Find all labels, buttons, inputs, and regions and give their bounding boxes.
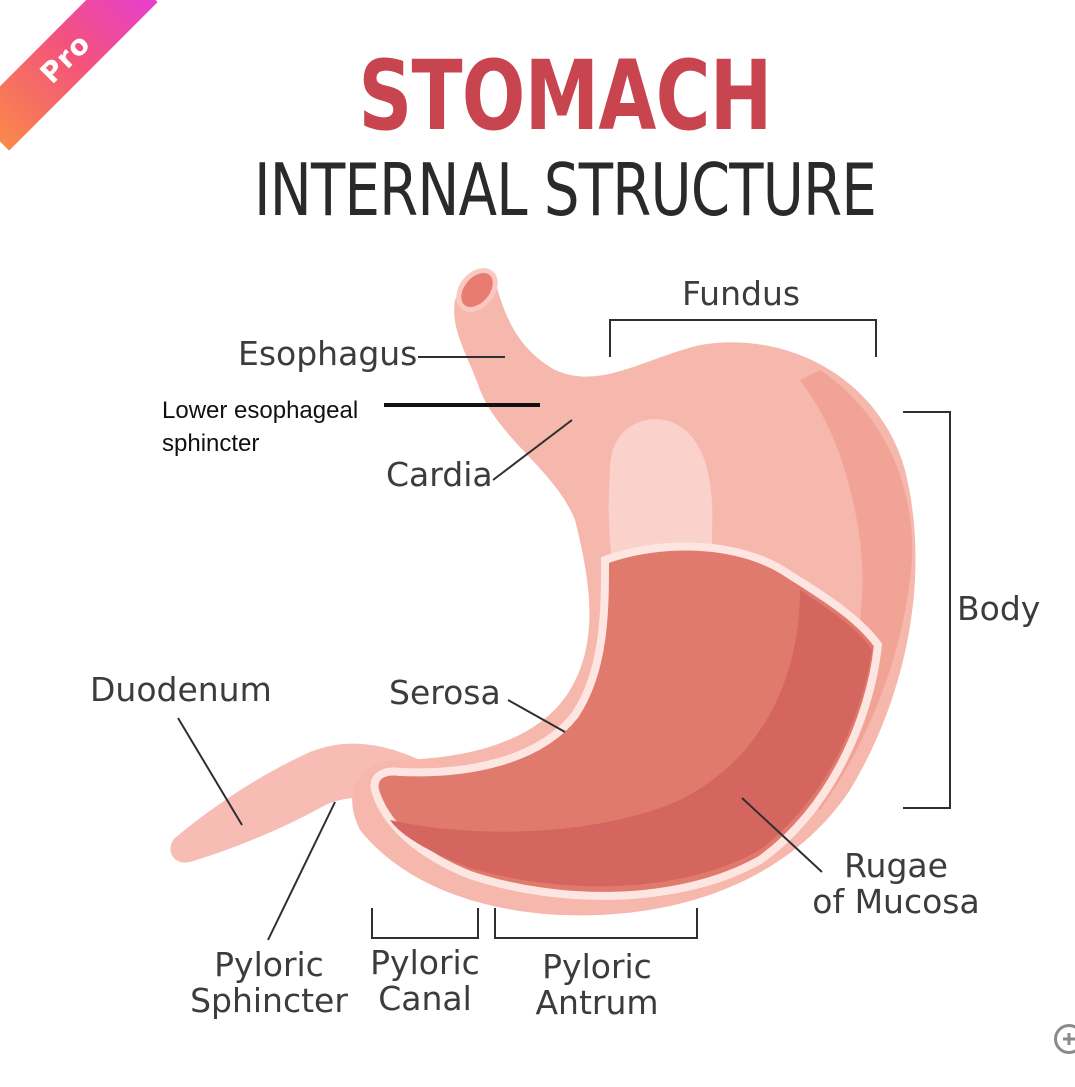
label-pyloric-canal-line1: Pyloric [370, 943, 480, 982]
mucosa-dark-fold [390, 590, 872, 887]
cardia-leader [492, 419, 573, 481]
label-rugae-of-mucosa: Rugae of Mucosa [806, 848, 986, 920]
label-pyloric-sphincter: Pyloric Sphincter [184, 947, 354, 1019]
pyloric-antrum-bracket [494, 908, 698, 939]
zoom-in-icon[interactable] [1054, 1024, 1075, 1054]
esophagus-opening [456, 268, 498, 312]
label-lower-sphincter-line1: Lower esophageal [162, 397, 359, 424]
label-pyloric-antrum-line1: Pyloric [542, 947, 652, 986]
label-serosa: Serosa [389, 673, 501, 712]
label-duodenum: Duodenum [90, 670, 272, 709]
fundus-highlight [608, 419, 713, 560]
serosa-leader [507, 699, 566, 733]
diagram-subtitle: INTERNAL STRUCTURE [253, 148, 877, 232]
zoom-plus-glyph [1063, 1033, 1075, 1045]
label-pyloric-antrum-line2: Antrum [535, 983, 659, 1022]
duodenum-leader [177, 717, 243, 826]
label-body: Body [957, 589, 1041, 628]
label-cardia: Cardia [386, 455, 493, 494]
label-pyloric-canal: Pyloric Canal [360, 945, 490, 1017]
leader-lines [177, 319, 951, 941]
pyloric-canal-bracket [371, 908, 479, 939]
rugae-leader [741, 797, 823, 873]
label-pyloric-antrum: Pyloric Antrum [522, 949, 672, 1021]
label-rugae-line2: of Mucosa [812, 882, 980, 921]
label-esophagus: Esophagus [238, 334, 418, 373]
label-pyloric-sphincter-line2: Sphincter [190, 981, 348, 1020]
body-bracket [903, 411, 951, 809]
diagram-title: STOMACH [358, 40, 772, 152]
pyloric-sphincter-leader [267, 801, 336, 941]
label-pyloric-canal-line2: Canal [378, 979, 472, 1018]
label-lower-sphincter-line2: sphincter [162, 430, 260, 457]
stomach-side-shade [800, 370, 913, 810]
fundus-bracket [609, 319, 877, 357]
duodenum-shape [170, 743, 420, 863]
label-pyloric-sphincter-line1: Pyloric [214, 945, 324, 984]
label-rugae-line1: Rugae [844, 846, 948, 885]
label-fundus: Fundus [682, 274, 801, 313]
label-lower-esophageal-sphincter: Lower esophageal sphincter [162, 394, 358, 460]
